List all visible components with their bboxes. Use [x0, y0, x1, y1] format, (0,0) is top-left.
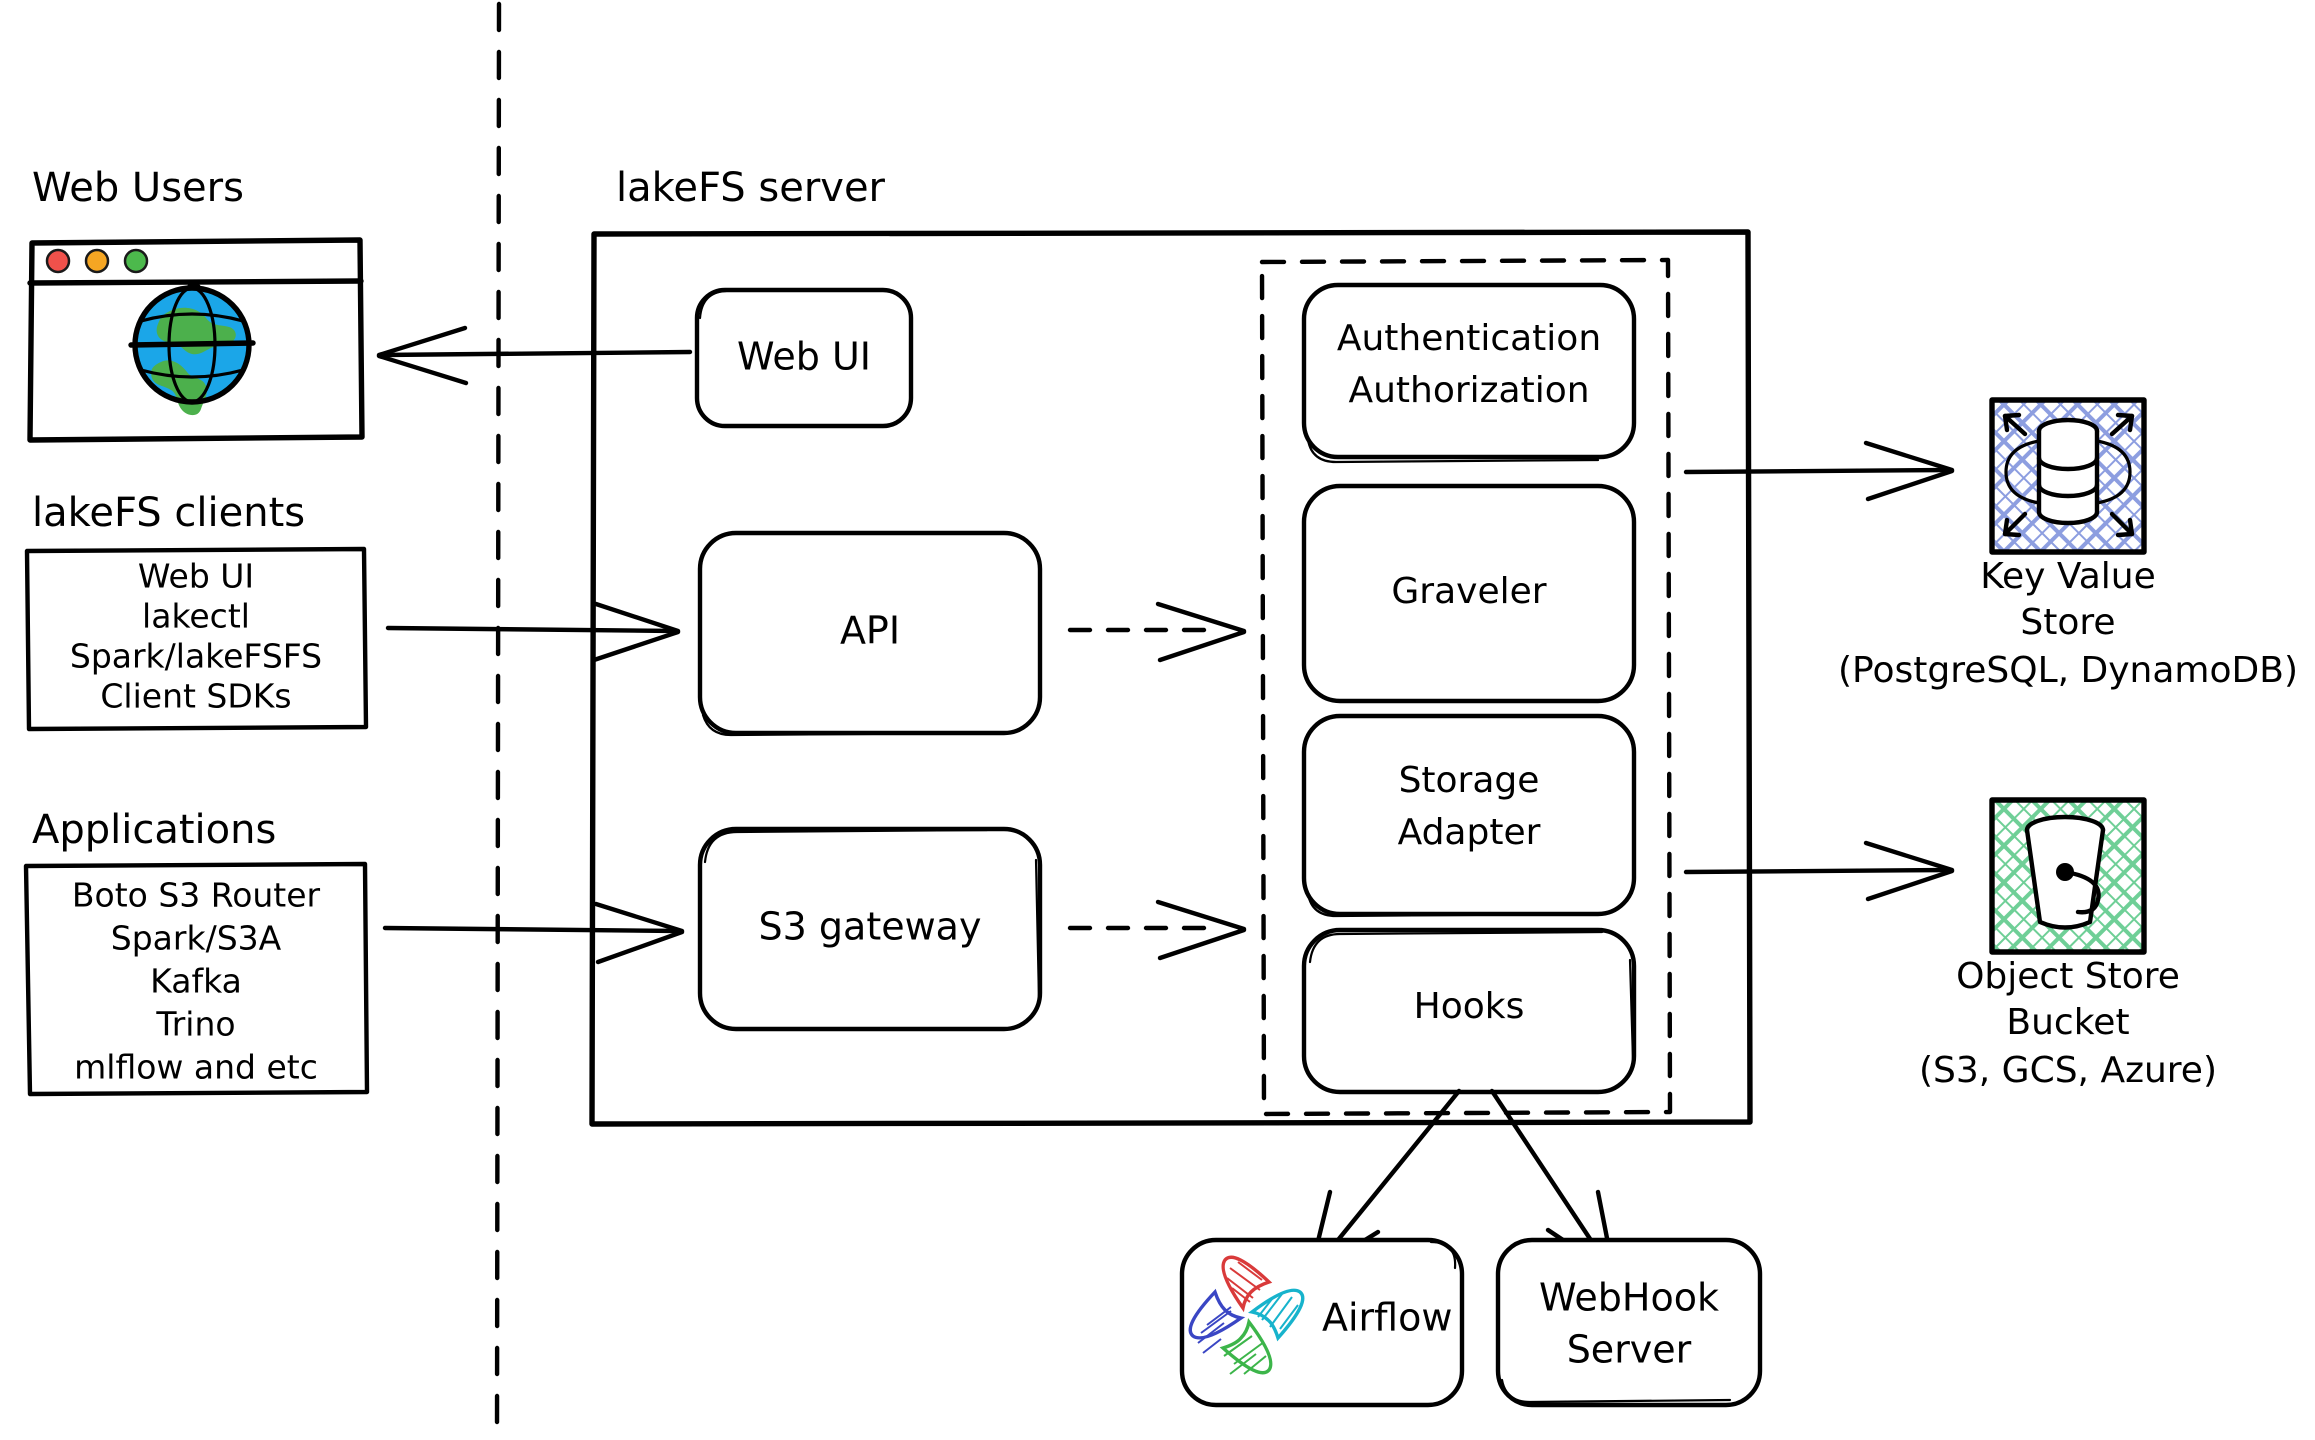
- s3-gateway-node-label: S3 gateway: [759, 905, 982, 949]
- connector-core-to-keyvaluestore: [1683, 440, 1955, 502]
- key-value-store-line3: (PostgreSQL, DynamoDB): [1838, 650, 2298, 691]
- application-item-0: Boto S3 Router: [72, 876, 321, 915]
- application-item-4: mlflow and etc: [74, 1048, 318, 1087]
- hooks-node[interactable]: Hooks: [1301, 927, 1637, 1095]
- api-node[interactable]: API: [697, 530, 1043, 737]
- webhook-server-node[interactable]: WebHook Server: [1495, 1237, 1763, 1408]
- connector-s3gateway-to-core: [1067, 899, 1247, 961]
- globe-icon: [128, 281, 256, 416]
- key-value-store-icon: [1989, 397, 2147, 555]
- key-value-store-line1: Key Value: [1980, 556, 2156, 597]
- lakefs-clients-label: lakeFS clients: [32, 490, 305, 536]
- object-store-line1: Object Store: [1956, 956, 2180, 997]
- application-item-3: Trino: [155, 1005, 235, 1044]
- connector-webui-to-webusers: [376, 325, 693, 386]
- connector-api-to-core: [1067, 601, 1247, 663]
- object-store-line2: Bucket: [2006, 1002, 2129, 1043]
- client-item-2: Spark/lakeFSFS: [70, 637, 322, 676]
- webhook-server-line2: Server: [1567, 1328, 1692, 1372]
- object-store-line3: (S3, GCS, Azure): [1919, 1050, 2217, 1091]
- graveler-node-label: Graveler: [1391, 571, 1546, 612]
- browser-window-globe-icon: [27, 237, 365, 443]
- connector-clients-to-api: [385, 601, 681, 663]
- web-ui-node-label: Web UI: [737, 335, 871, 379]
- web-ui-node[interactable]: Web UI: [694, 287, 914, 429]
- application-item-2: Kafka: [150, 962, 242, 1001]
- airflow-node[interactable]: Airflow: [1179, 1237, 1465, 1408]
- authentication-authorization-node[interactable]: Authentication Authorization: [1301, 282, 1637, 464]
- core-components-group: [1259, 257, 1673, 1117]
- storage-adapter-node[interactable]: Storage Adapter: [1301, 713, 1637, 918]
- client-item-1: lakectl: [142, 597, 250, 636]
- auth-node-line1: Authentication: [1337, 318, 1601, 359]
- object-store-bucket-icon: [1989, 797, 2147, 955]
- client-item-3: Client SDKs: [100, 677, 291, 716]
- s3-gateway-node[interactable]: S3 gateway: [697, 826, 1043, 1032]
- vertical-divider: [494, 1, 502, 1439]
- airflow-node-label: Airflow: [1322, 1296, 1452, 1340]
- connector-applications-to-s3gateway: [382, 901, 685, 965]
- connector-storageadapter-to-objectstore: [1683, 840, 1955, 902]
- lakefs-clients-box: Web UI lakectl Spark/lakeFSFS Client SDK…: [24, 546, 369, 732]
- applications-box: Boto S3 Router Spark/S3A Kafka Trino mlf…: [23, 861, 370, 1097]
- auth-node-line2: Authorization: [1348, 370, 1589, 411]
- storage-adapter-line1: Storage: [1399, 760, 1540, 801]
- api-node-label: API: [840, 609, 900, 653]
- graveler-node[interactable]: Graveler: [1301, 483, 1637, 704]
- storage-adapter-line2: Adapter: [1398, 812, 1541, 853]
- airflow-pinwheel-icon: [1188, 1255, 1305, 1375]
- applications-label: Applications: [32, 807, 276, 853]
- key-value-store-line2: Store: [2020, 602, 2115, 643]
- web-users-label: Web Users: [32, 165, 244, 211]
- webhook-server-line1: WebHook: [1539, 1276, 1719, 1320]
- application-item-1: Spark/S3A: [111, 919, 282, 958]
- client-item-0: Web UI: [138, 557, 254, 596]
- hooks-node-label: Hooks: [1414, 986, 1525, 1027]
- lakefs-server-label: lakeFS server: [616, 165, 886, 211]
